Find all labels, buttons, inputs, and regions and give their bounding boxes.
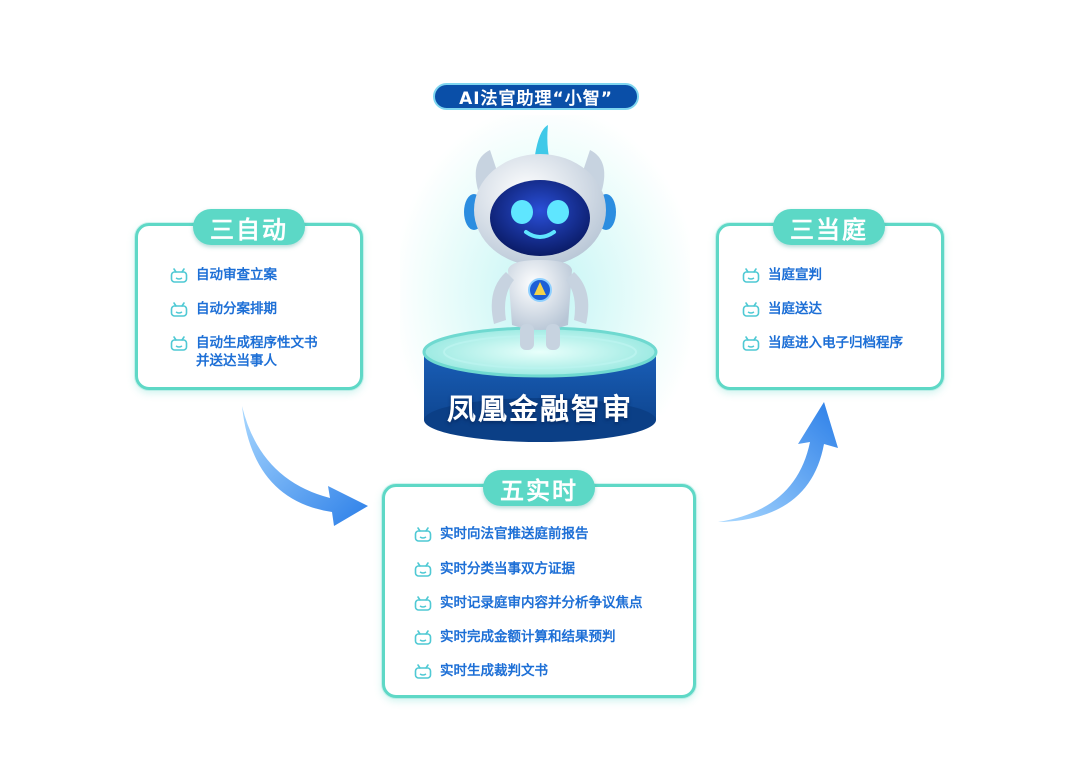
list-item: 实时生成裁判文书: [414, 662, 548, 680]
list-item: 自动生成程序性文书 并送达当事人: [170, 334, 318, 370]
robot-head-icon: [742, 336, 760, 351]
auto-panel-title: 三自动: [193, 209, 305, 245]
list-item: 实时分类当事双方证据: [414, 560, 575, 578]
in-court-panel-title: 三当庭: [773, 209, 885, 245]
list-item: 自动分案排期: [170, 300, 277, 318]
robot-head-icon: [170, 268, 188, 283]
list-item: 自动审查立案: [170, 266, 277, 284]
robot-head-icon: [414, 527, 432, 542]
robot-head-icon: [170, 336, 188, 351]
robot-head-icon: [170, 302, 188, 317]
robot-head-icon: [742, 302, 760, 317]
list-item: 实时完成金额计算和结果预判: [414, 628, 616, 646]
real-time-panel-title: 五实时: [483, 470, 595, 506]
robot-mascot-illustration: [464, 125, 616, 350]
pedestal-illustration: [422, 326, 658, 442]
flow-arrow-left-to-bottom: [242, 406, 368, 526]
robot-head-icon: [414, 596, 432, 611]
list-item: 实时记录庭审内容并分析争议焦点: [414, 594, 643, 612]
robot-head-icon: [414, 664, 432, 679]
robot-head-icon: [742, 268, 760, 283]
center-label: 凤凰金融智审: [446, 392, 633, 426]
robot-head-icon: [414, 562, 432, 577]
list-item: 实时向法官推送庭前报告: [414, 525, 589, 543]
list-item: 当庭宣判: [742, 266, 822, 284]
list-item: 当庭送达: [742, 300, 822, 318]
robot-head-icon: [414, 630, 432, 645]
flow-arrow-bottom-to-right: [718, 402, 838, 522]
page-title: AI法官助理“小智”: [433, 83, 639, 110]
list-item: 当庭进入电子归档程序: [742, 334, 903, 352]
